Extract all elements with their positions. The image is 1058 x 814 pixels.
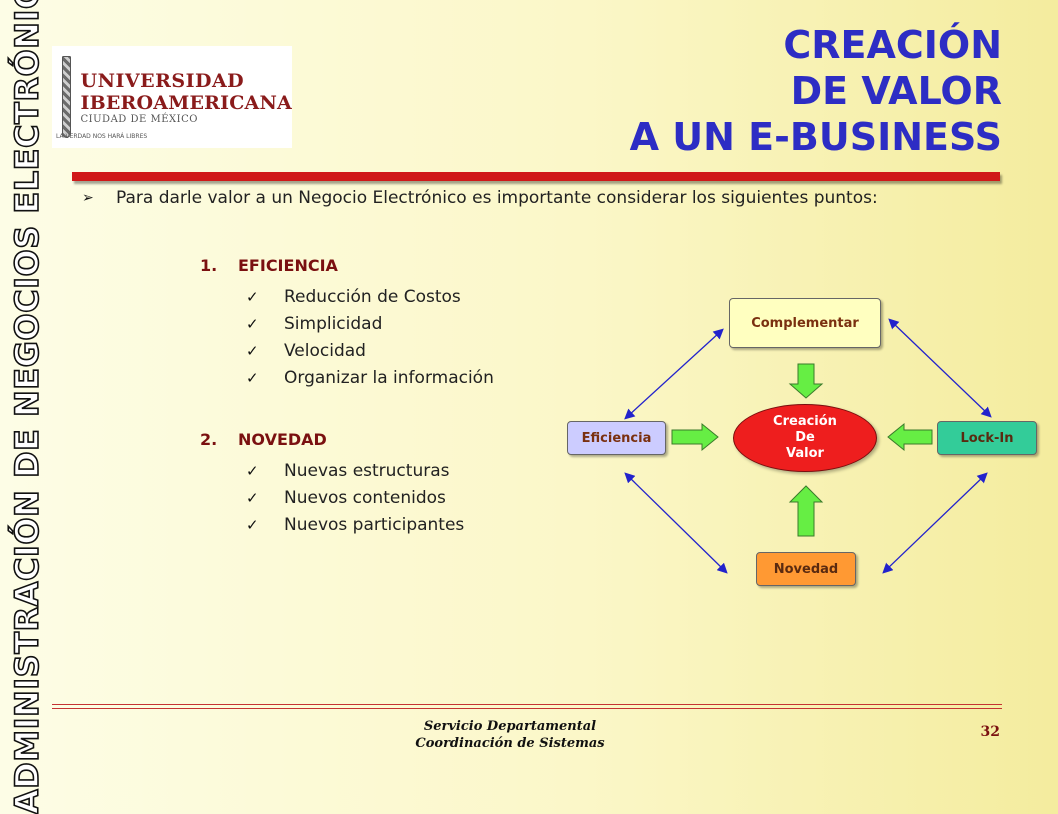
- diagram-connectors: [624, 318, 992, 574]
- connector-eficiencia-novedad: [624, 472, 728, 574]
- green-arrow-down: [788, 363, 824, 399]
- page-number: 32: [980, 724, 1000, 740]
- university-logo: UNIVERSIDAD IBEROAMERICANA CIUDAD DE MÉX…: [52, 46, 292, 148]
- green-arrow-up: [788, 485, 824, 537]
- checkmark-icon: ✓: [246, 369, 259, 387]
- novedad-list: ✓ Nuevas estructuras ✓ Nuevos contenidos ✓…: [246, 458, 464, 539]
- slide-title: CREACIÓN DE VALOR A UN E-BUSINESS: [630, 22, 1002, 160]
- connector-complementar-lockin: [888, 318, 992, 418]
- connector-eficiencia-complementar: [624, 328, 724, 420]
- box-novedad-label: Novedad: [773, 561, 839, 577]
- arrow-bullet-icon: ➢: [82, 190, 94, 206]
- checkmark-icon: ✓: [246, 489, 259, 507]
- section-number: 1.: [200, 256, 218, 275]
- list-item-text: Simplicidad: [284, 314, 383, 334]
- green-arrow-right: [671, 422, 719, 452]
- section-heading-text: NOVEDAD: [238, 430, 327, 449]
- slide-title-line-3: A UN E-BUSINESS: [629, 115, 1002, 159]
- list-item-text: Reducción de Costos: [284, 287, 461, 307]
- footer-rule-top: [52, 704, 1002, 705]
- list-item: ✓ Nuevas estructuras: [246, 458, 464, 485]
- list-item: ✓ Simplicidad: [246, 311, 494, 338]
- logo-line-2: IBEROAMERICANA: [80, 91, 292, 114]
- box-lock-in-label: Lock-In: [960, 430, 1014, 446]
- checkmark-icon: ✓: [246, 462, 259, 480]
- list-item-text: Nuevos participantes: [284, 515, 465, 535]
- checkmark-icon: ✓: [246, 516, 259, 534]
- section-novedad-heading: 2. NOVEDAD: [200, 430, 327, 449]
- box-complementar-label: Complementar: [751, 315, 859, 331]
- list-item: ✓ Velocidad: [246, 338, 494, 365]
- title-divider-bar: [72, 172, 1000, 181]
- footer-line-2: Coordinación de Sistemas: [415, 736, 605, 751]
- list-item: ✓ Reducción de Costos: [246, 284, 494, 311]
- green-arrow-left: [887, 422, 933, 452]
- center-label-line-2: De: [795, 430, 815, 445]
- section-eficiencia-heading: 1. EFICIENCIA: [200, 256, 338, 275]
- box-novedad: Novedad: [756, 552, 856, 586]
- center-creacion-de-valor: Creación De Valor: [733, 404, 877, 472]
- list-item-text: Nuevos contenidos: [284, 488, 446, 508]
- list-item-text: Velocidad: [284, 341, 366, 361]
- intro-text: Para darle valor a un Negocio Electrónic…: [116, 188, 878, 208]
- logo-text: UNIVERSIDAD IBEROAMERICANA CIUDAD DE MÉX…: [81, 70, 292, 125]
- slide-title-line-2: DE VALOR: [790, 69, 1002, 113]
- list-item: ✓ Organizar la información: [246, 365, 494, 392]
- list-item-text: Nuevas estructuras: [284, 461, 450, 481]
- intro-bullet: ➢ Para darle valor a un Negocio Electrón…: [82, 188, 1004, 209]
- box-eficiencia-label: Eficiencia: [581, 430, 652, 446]
- logo-motto: LA VERDAD NOS HARÁ LIBRES: [56, 133, 148, 140]
- box-lock-in: Lock-In: [937, 421, 1037, 455]
- list-item: ✓ Nuevos participantes: [246, 512, 464, 539]
- section-number: 2.: [200, 430, 218, 449]
- footer-line-1: Servicio Departamental: [423, 719, 597, 734]
- checkmark-icon: ✓: [246, 315, 259, 333]
- list-item-text: Organizar la información: [284, 368, 494, 388]
- center-label-line-3: Valor: [786, 446, 824, 461]
- box-complementar: Complementar: [729, 298, 881, 348]
- footer-rule-bottom: [52, 708, 1002, 709]
- slide-title-line-1: CREACIÓN: [783, 23, 1002, 67]
- section-heading-text: EFICIENCIA: [238, 256, 338, 275]
- logo-line-1: UNIVERSIDAD: [80, 69, 245, 92]
- crest-icon: [62, 56, 71, 138]
- checkmark-icon: ✓: [246, 342, 259, 360]
- box-eficiencia: Eficiencia: [567, 421, 666, 455]
- center-label-line-1: Creación: [773, 414, 837, 429]
- list-item: ✓ Nuevos contenidos: [246, 485, 464, 512]
- footer-text: Servicio Departamental Coordinación de S…: [360, 718, 660, 752]
- eficiencia-list: ✓ Reducción de Costos ✓ Simplicidad ✓ Veloc…: [246, 284, 494, 392]
- connector-novedad-lockin: [882, 472, 988, 574]
- logo-line-3: CIUDAD DE MÉXICO: [80, 113, 198, 125]
- checkmark-icon: ✓: [246, 288, 259, 306]
